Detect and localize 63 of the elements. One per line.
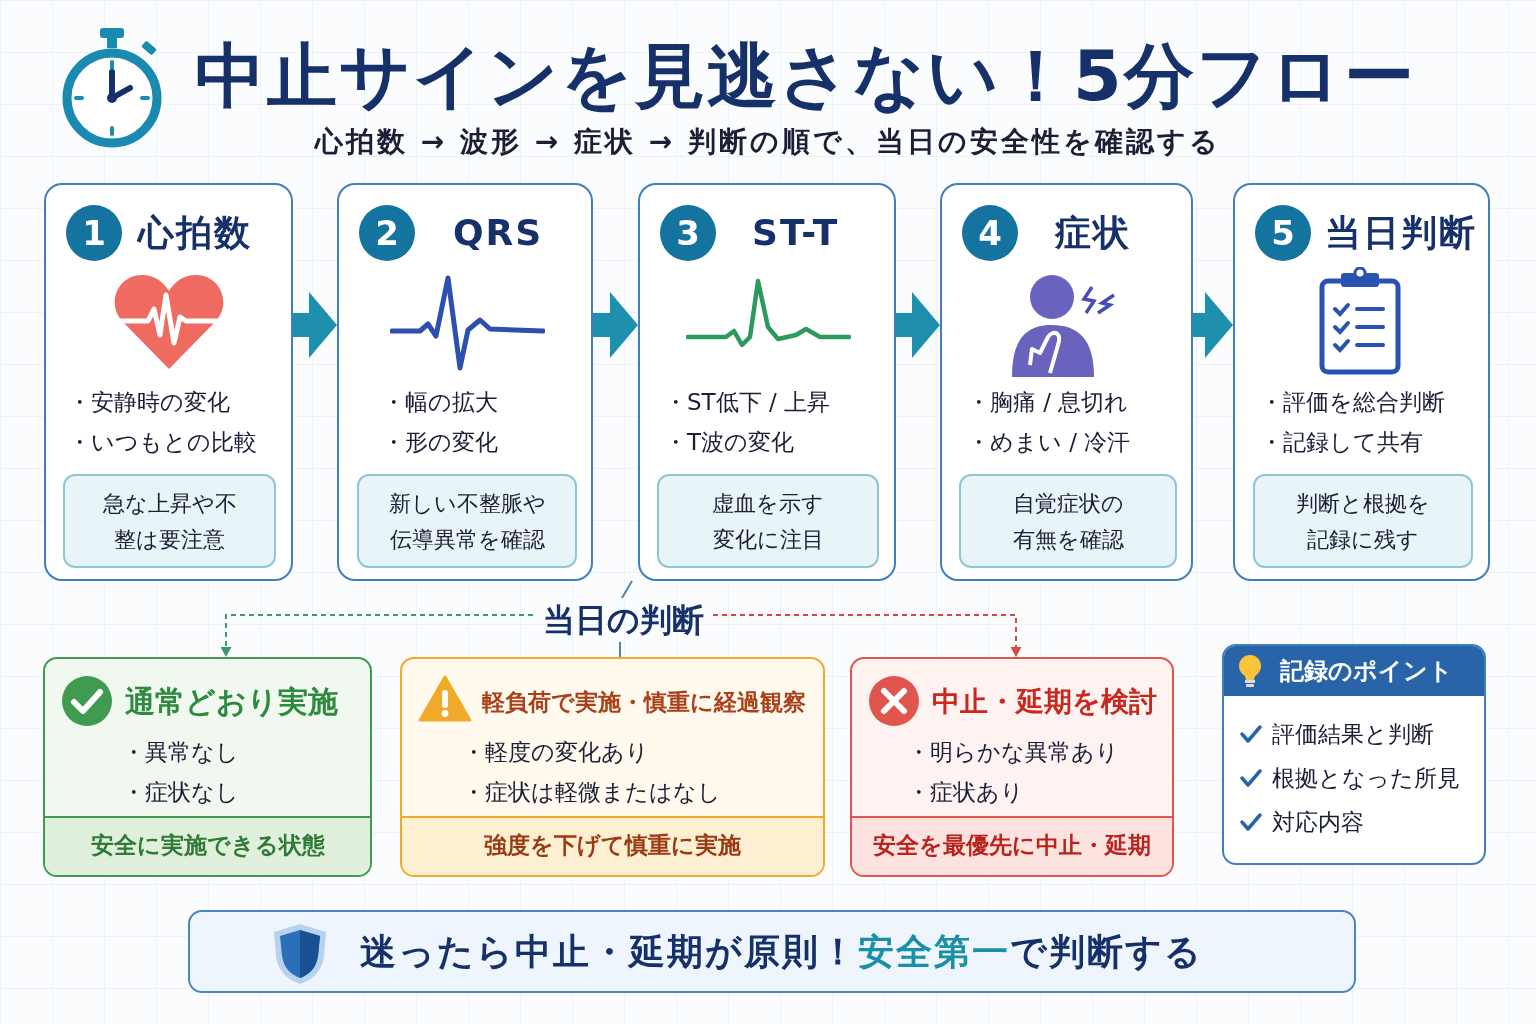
bullet-item: ・いつもとの比較 xyxy=(68,428,257,457)
panel-title: 記録のポイント xyxy=(1280,656,1453,687)
connector-line xyxy=(619,641,621,658)
banner-text: 迷ったら中止・延期が原則！安全第一で判断する xyxy=(360,930,1203,974)
note-box: 急な上昇や不整は要注意 xyxy=(63,474,276,568)
step-card xyxy=(337,183,593,581)
bullet-item: ・T波の変化 xyxy=(664,428,795,457)
flow-arrow xyxy=(1193,292,1233,358)
note-box: 自覚症状の有無を確認 xyxy=(959,474,1177,568)
section-heading: 当日の判断 xyxy=(533,598,713,642)
title: 中止サインを見逃さない！5分フロー xyxy=(195,34,1416,119)
step-card xyxy=(638,183,896,581)
bullet-item: ・明らかな異常あり xyxy=(907,738,1119,767)
footer-band: 強度を下げて慎重に実施 xyxy=(402,816,823,875)
note-box: 虚血を示す変化に注目 xyxy=(657,474,879,568)
number-badge: 3 xyxy=(660,205,716,261)
bullet-item: ・異常なし xyxy=(122,738,239,767)
bullet-item: ・症状なし xyxy=(122,778,239,807)
note-box: 判断と根拠を記録に残す xyxy=(1253,474,1473,568)
bullet-item: ・胸痛 / 息切れ xyxy=(967,388,1129,417)
step-title: QRS xyxy=(453,211,544,255)
step-title: 心拍数 xyxy=(138,211,252,255)
bullet-item: ・幅の拡大 xyxy=(382,388,498,417)
dashed-arrow xyxy=(220,614,534,657)
bullet-item: ・評価を総合判断 xyxy=(1260,388,1445,417)
bullet-item: ・めまい / 冷汗 xyxy=(967,428,1131,457)
bullet-item: ・安静時の変化 xyxy=(68,388,230,417)
step-card xyxy=(1233,183,1490,581)
checklist-item: 根拠となった所見 xyxy=(1272,764,1460,793)
checklist-item: 対応内容 xyxy=(1272,808,1364,837)
number-badge: 2 xyxy=(359,205,415,261)
number-badge: 4 xyxy=(962,205,1018,261)
decision-card xyxy=(43,657,372,877)
bullet-item: ・軽度の変化あり xyxy=(462,738,649,767)
bullet-item: ・形の変化 xyxy=(382,428,498,457)
dashed-arrow xyxy=(712,614,1022,657)
footer-band: 安全に実施できる状態 xyxy=(45,816,370,875)
bullet-item: ・記録して共有 xyxy=(1260,428,1423,457)
tip-panel xyxy=(1222,644,1486,865)
number-badge: 5 xyxy=(1255,205,1311,261)
decision-card xyxy=(400,657,825,877)
flow-arrow xyxy=(293,292,337,358)
bullet-item: ・ST低下 / 上昇 xyxy=(664,388,831,417)
subtitle: 心拍数 → 波形 → 症状 → 判断の順で、当日の安全性を確認する xyxy=(313,124,1222,160)
decision-card xyxy=(850,657,1174,877)
bullet-item: ・症状あり xyxy=(907,778,1024,807)
step-title: ST-T xyxy=(752,211,840,255)
number-badge: 1 xyxy=(66,205,122,261)
banner xyxy=(188,910,1356,993)
decision-title: 中止・延期を検討 xyxy=(932,684,1157,720)
flow-arrow xyxy=(593,292,638,358)
checklist-item: 評価結果と判断 xyxy=(1272,720,1434,749)
flow-arrow xyxy=(896,292,940,358)
footer-band: 安全を最優先に中止・延期 xyxy=(852,816,1172,875)
step-title: 症状 xyxy=(1055,211,1131,255)
bullet-item: ・症状は軽微またはなし xyxy=(462,778,721,807)
step-card xyxy=(44,183,293,581)
decision-title: 軽負荷で実施・慎重に経過観察 xyxy=(482,688,806,717)
connector-line xyxy=(621,580,633,599)
step-title: 当日判断 xyxy=(1325,211,1477,255)
note-box: 新しい不整脈や伝導異常を確認 xyxy=(357,474,577,568)
step-card xyxy=(940,183,1193,581)
decision-title: 通常どおり実施 xyxy=(125,683,338,721)
